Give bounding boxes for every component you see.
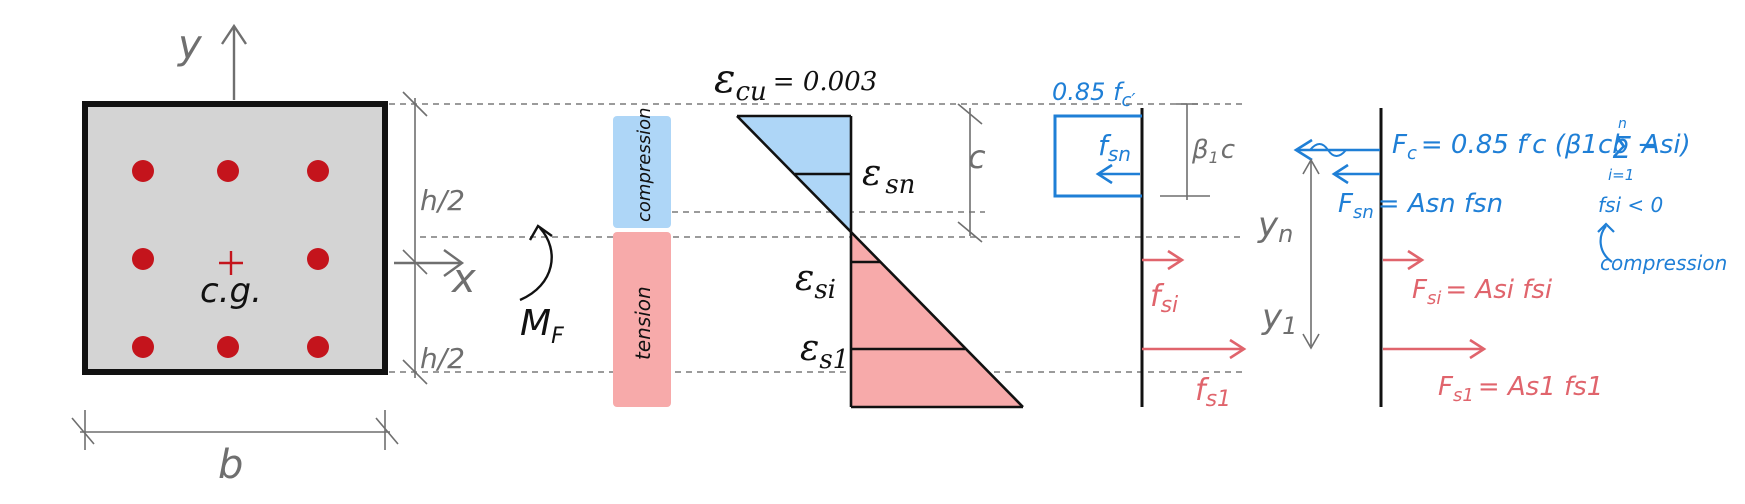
force-resultants: yn y1 Fc= 0.85 f′c (β1cb − Σ n i=1 Asi) … [1257,108,1727,407]
compression-zone [613,116,671,228]
centroid-label: c.g. [200,271,262,311]
neutral-depth-label: c [968,138,986,176]
fsi-label: fsi [1150,279,1178,318]
Fsn-equation: Fsn= Asn fsn [1338,189,1503,223]
tension-zone-label: tension [631,286,655,360]
rebar [217,336,239,358]
eps-s1-label: εs1 [800,328,849,375]
x-axis-arrowhead [443,249,465,277]
moment-arrow: MF [519,224,564,349]
fs1-label: fs1 [1195,373,1231,412]
sum-upper-limit: n [1618,116,1627,132]
fsn-label: fsn [1098,129,1131,166]
y-axis-arrowhead [221,23,247,45]
tension-zone [613,232,671,407]
moment-arc [519,227,553,302]
concrete-section [82,101,388,375]
Fc-equation: Fc= 0.85 f′c (β1cb − [1392,130,1659,164]
Fc-equation-tail: Asi) [1640,130,1691,160]
fsi-condition: fsi < 0 [1598,193,1663,217]
sum-lower-limit: i=1 [1608,166,1634,184]
cross-section: y x c.g. b h/2 h/2 [71,22,476,488]
eps-cu-label: εcu= 0.003 [714,56,877,107]
half-height-bottom-label: h/2 [420,342,465,375]
rebar [307,160,329,182]
rebar [307,336,329,358]
half-height-top-label: h/2 [420,184,465,217]
reference-lines [345,103,1245,373]
width-label: b [218,442,243,488]
compression-note-arrow [1599,225,1613,263]
rebar [132,336,154,358]
zones: compression tension [613,107,671,407]
sum-symbol: Σ [1612,131,1631,166]
y1-label: y1 [1261,297,1297,340]
rebar [132,160,154,182]
Fsi-equation: Fsi= Asi fsi [1412,275,1553,309]
moment-label: MF [520,303,564,349]
eps-si-label: εsi [795,258,836,305]
y-axis-label: y [177,22,203,68]
x-axis-label: x [450,256,476,302]
stress-block [1053,114,1142,198]
stress-diagram: 0.85 fc′ fsn fsi fs1 β1c [1052,78,1247,412]
moment-arrowhead [528,224,553,241]
rebar [217,160,239,182]
rebar [307,248,329,270]
rebar [132,248,154,270]
yn-label: yn [1257,205,1293,248]
compression-note: compression [1600,251,1727,275]
compression-zone-label: compression [634,107,655,222]
concrete-stress-label: 0.85 fc′ [1052,78,1136,111]
Fs1-equation: Fs1= As1 fs1 [1438,372,1603,406]
block-depth-label: β1c [1191,135,1235,167]
